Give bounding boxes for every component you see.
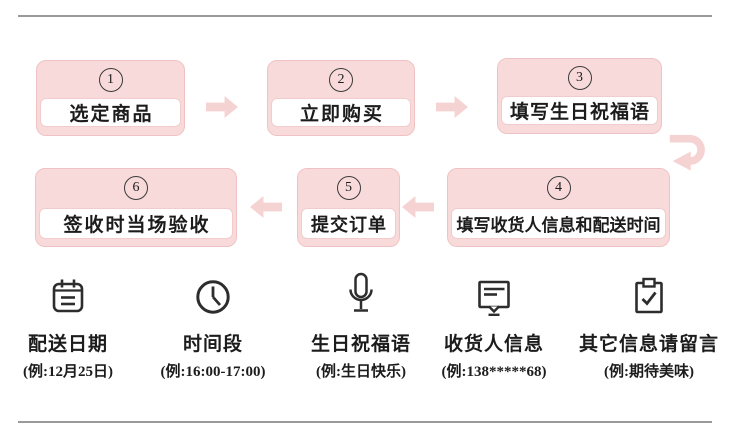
step-label: 填写收货人信息和配送时间 (451, 208, 666, 239)
legend-title: 配送日期 (27, 334, 108, 355)
u-turn-arrow-icon (669, 134, 705, 171)
legend-title: 收货人信息 (443, 334, 544, 355)
arrow-right-icon (436, 96, 468, 118)
microphone-icon (346, 271, 376, 316)
step-box-3: 3 填写生日祝福语 (497, 58, 662, 134)
message-icon (476, 271, 512, 316)
step-number-badge: 4 (546, 176, 571, 200)
step-box-6: 6 签收时当场验收 (35, 168, 237, 247)
step-label: 立即购买 (271, 98, 411, 127)
arrow-right-icon (206, 96, 238, 118)
step-label: 提交订单 (301, 208, 396, 239)
legend-title: 其它信息请留言 (578, 334, 719, 355)
legend-row: 配送日期 (例:12月25日) 时间段 (例:16:00-17:00) (0, 271, 730, 381)
clock-icon (194, 271, 232, 316)
step-number-badge: 1 (98, 68, 123, 92)
step-number-badge: 6 (124, 176, 148, 200)
legend-title: 时间段 (182, 334, 243, 355)
legend-example: (例:生日快乐) (316, 364, 406, 380)
step-label: 填写生日祝福语 (501, 96, 658, 125)
bottom-divider (18, 421, 712, 423)
legend-example: (例:期待美味) (604, 364, 694, 380)
top-divider (18, 15, 712, 17)
arrow-left-icon (402, 196, 434, 218)
step-box-1: 1 选定商品 (36, 60, 185, 136)
step-number-badge: 2 (329, 68, 353, 92)
legend-time-slot: 时间段 (例:16:00-17:00) (135, 271, 291, 381)
step-box-2: 2 立即购买 (267, 60, 415, 136)
step-box-4: 4 填写收货人信息和配送时间 (447, 168, 670, 247)
legend-example: (例:138*****68) (441, 364, 547, 380)
step-label: 签收时当场验收 (39, 208, 233, 239)
legend-other-message: 其它信息请留言 (例:期待美味) (571, 271, 727, 381)
step-label: 选定商品 (40, 98, 181, 127)
arrow-left-icon (250, 196, 282, 218)
legend-birthday-wish: 生日祝福语 (例:生日快乐) (283, 271, 439, 381)
calendar-icon (49, 271, 87, 316)
step-number-badge: 3 (567, 66, 592, 90)
step-box-5: 5 提交订单 (297, 168, 400, 247)
legend-recipient-info: 收货人信息 (例:138*****68) (416, 271, 572, 381)
legend-example: (例:16:00-17:00) (160, 364, 266, 380)
legend-example: (例:12月25日) (23, 364, 113, 380)
clipboard-check-icon (632, 271, 666, 316)
step-number-badge: 5 (336, 176, 361, 200)
legend-delivery-date: 配送日期 (例:12月25日) (0, 271, 146, 381)
legend-title: 生日祝福语 (310, 334, 411, 355)
